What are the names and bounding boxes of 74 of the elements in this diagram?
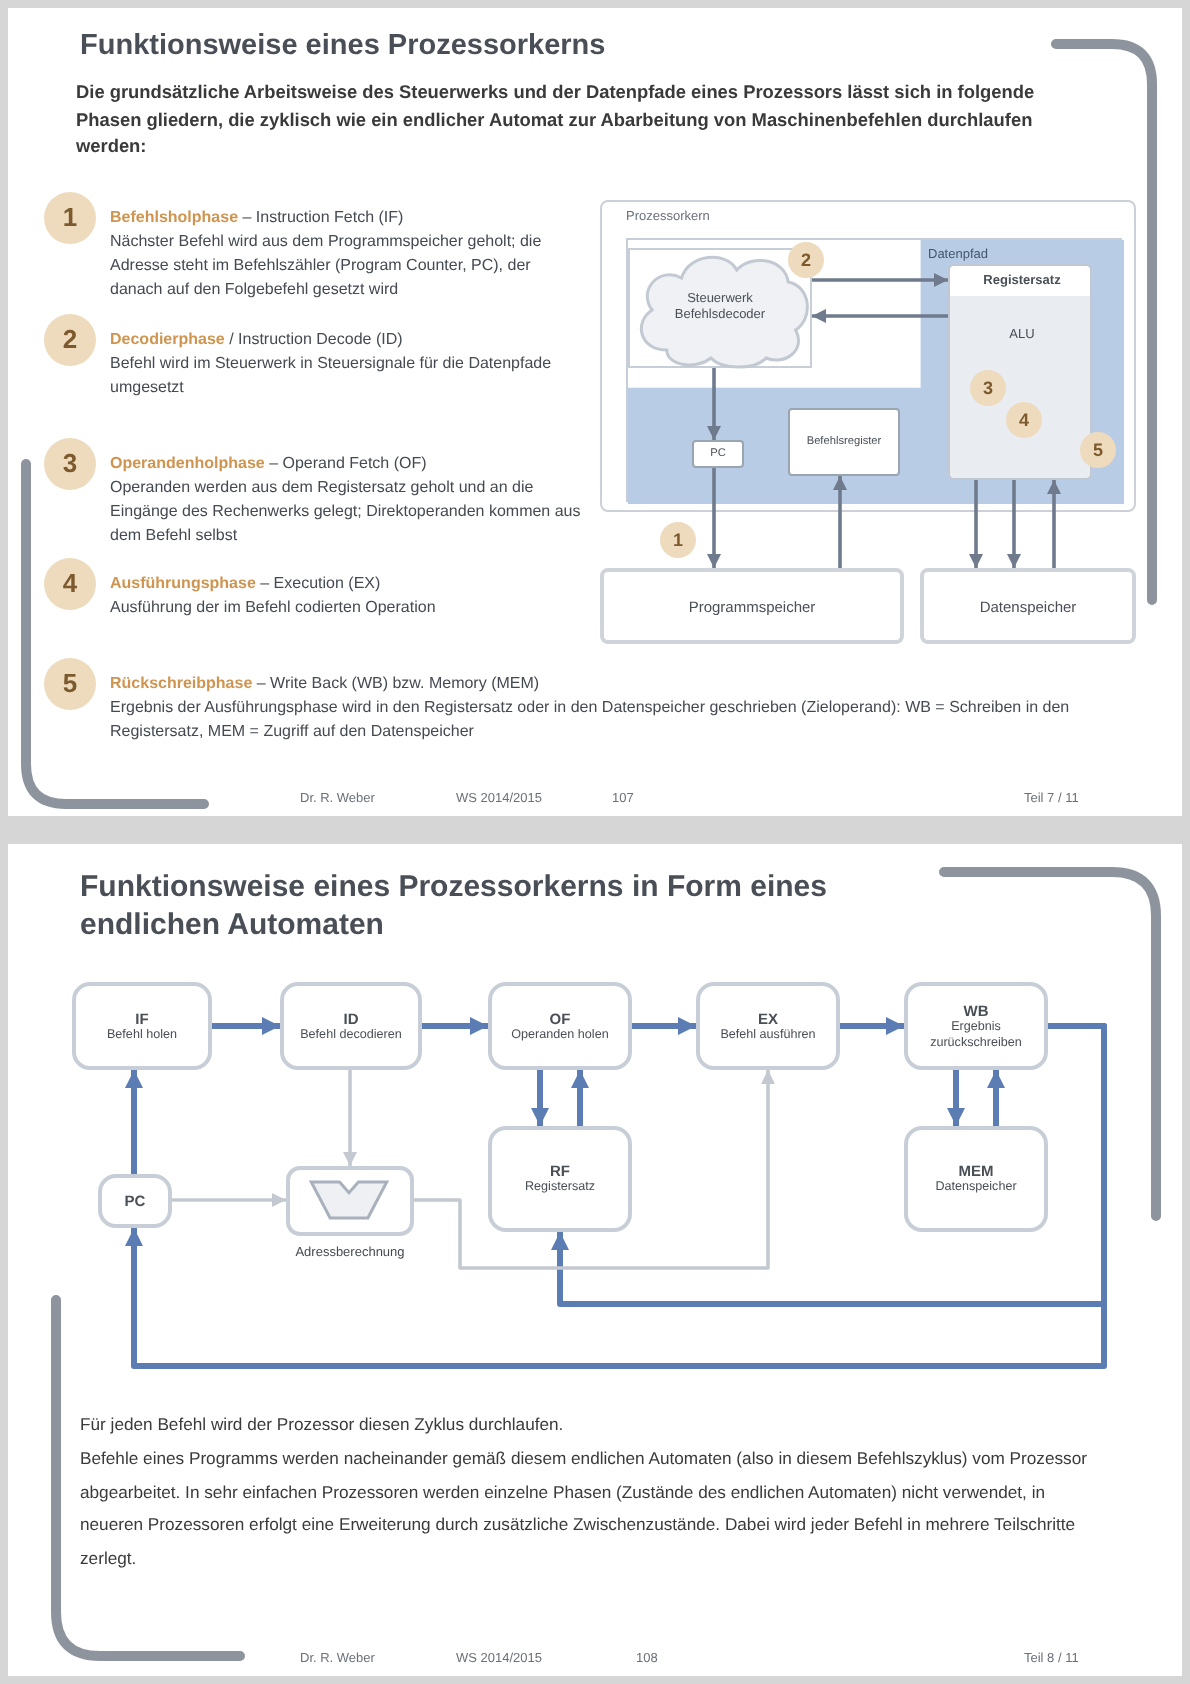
phase-description: Befehl wird im Steuerwerk in Steuersignale für die Datenpfade umgesetzt bbox=[110, 352, 554, 400]
arrow bbox=[812, 273, 948, 287]
state-box bbox=[98, 1174, 172, 1228]
callout-disk bbox=[970, 370, 1006, 406]
state-box bbox=[280, 982, 422, 1070]
arrow bbox=[707, 368, 721, 440]
arrow bbox=[707, 468, 721, 568]
paragraph: Befehle eines Programms werden nacheinander gemäß diesem endlichen Automaten (also in diesem Befehlszyklus) vom Prozessor abgearbeitet. In sehr einfachen Prozessoren werden einzelne Phasen (Zustände des endlichen Automaten) nicht verwendet, in neueren Prozessoren erfolgt eine Erweiterung durch zusätzliche Zwischenzustände. Dabei wird jeder Befehl in mehrere Teilschritte zerlegt. bbox=[80, 1446, 1089, 1572]
slide-title: Funktionsweise eines Prozessorkerns in Form eines endlichen Automaten bbox=[80, 868, 829, 944]
memory-box bbox=[920, 568, 1136, 644]
phase-description: Ausführung der im Befehl codierten Operation bbox=[110, 596, 436, 620]
adder-box bbox=[286, 1166, 414, 1236]
control-unit-cloud bbox=[628, 248, 812, 368]
phase-description: Operanden werden aus dem Registersatz geholt und an die Eingänge des Rechenwerks gelegt; Direktoperanden kommen aus dem Befehl selbst bbox=[110, 476, 583, 548]
callout-number: 2 bbox=[800, 249, 811, 271]
arrow bbox=[343, 1070, 357, 1166]
phase-description: Nächster Befehl wird aus dem Programmspeicher geholt; die Adresse steht im Befehlszähler (Program Counter, PC), der danach auf den Folgebefehl gesetzt wird bbox=[110, 230, 544, 302]
callout-number: 1 bbox=[672, 529, 683, 551]
paragraph: Für jeden Befehl wird der Prozessor diesen Zyklus durchlaufen. bbox=[80, 1412, 564, 1438]
phase-heading: Rückschreibphase – Write Back (WB) bzw. Memory (MEM) bbox=[110, 672, 540, 696]
callout-number: 3 bbox=[62, 448, 78, 480]
phase-description: Ergebnis der Ausführungsphase wird in den Registersatz oder in den Datenspeicher geschrieben (Zieloperand): WB = Schreiben in den Registersatz, MEM = Zugriff auf den Datenspeicher bbox=[110, 696, 1072, 744]
state-box bbox=[904, 982, 1048, 1070]
callout-disk bbox=[44, 658, 96, 710]
phase-heading: Ausführungsphase – Execution (EX) bbox=[110, 572, 381, 596]
callout-disk bbox=[660, 522, 696, 558]
phase-heading: Operandenholphase – Operand Fetch (OF) bbox=[110, 452, 427, 476]
callout-number: 2 bbox=[62, 324, 78, 356]
arrow bbox=[632, 1017, 696, 1035]
callout-number: 1 bbox=[62, 202, 78, 234]
callout-disk bbox=[44, 192, 96, 244]
callout-number: 5 bbox=[62, 668, 78, 700]
processor-frame bbox=[600, 200, 1136, 512]
slide-title: Funktionsweise eines Prozessorkerns bbox=[80, 28, 606, 64]
arrow bbox=[531, 1070, 549, 1126]
arrow bbox=[1047, 480, 1061, 568]
callout-number: 4 bbox=[1018, 409, 1029, 431]
slide-panel bbox=[8, 8, 1182, 816]
arrow bbox=[551, 1023, 1107, 1307]
callout-disk bbox=[44, 314, 96, 366]
callout-disk bbox=[1006, 402, 1042, 438]
memory-box bbox=[600, 568, 904, 644]
arrow bbox=[969, 480, 983, 568]
datapath-region bbox=[626, 238, 1122, 502]
callout-number: 5 bbox=[1092, 439, 1103, 461]
slide-panel bbox=[8, 844, 1182, 1676]
callout-disk bbox=[44, 558, 96, 610]
callout-number: 4 bbox=[62, 568, 78, 600]
register-file-box bbox=[948, 264, 1092, 480]
phase-heading: Befehlsholphase – Instruction Fetch (IF) bbox=[110, 206, 404, 230]
arrow bbox=[125, 1070, 143, 1174]
arrow bbox=[571, 1070, 589, 1126]
state-box bbox=[488, 1126, 632, 1232]
arrow bbox=[212, 1017, 280, 1035]
arrow bbox=[172, 1193, 286, 1207]
state-box bbox=[904, 1126, 1048, 1232]
state-box bbox=[488, 982, 632, 1070]
arrow bbox=[812, 309, 948, 323]
register-box bbox=[692, 440, 744, 468]
arrow bbox=[987, 1070, 1005, 1126]
arrow bbox=[840, 1017, 904, 1035]
arrow bbox=[833, 476, 847, 568]
state-box bbox=[696, 982, 840, 1070]
arrow bbox=[414, 1070, 775, 1270]
register-box bbox=[788, 408, 900, 476]
phase-heading: Decodierphase / Instruction Decode (ID) bbox=[110, 328, 403, 352]
paragraph: Die grundsätzliche Arbeitsweise des Steuerwerks und der Datenpfade eines Prozessors lässt sich in folgende Phasen gliedern, die zyklisch wie ein endlicher Automat zur Abarbeitung von Maschinenbefehlen durchlaufen werden: bbox=[76, 80, 1037, 160]
arrow bbox=[422, 1017, 488, 1035]
arrow bbox=[947, 1070, 965, 1126]
callout-disk bbox=[44, 438, 96, 490]
callout-disk bbox=[788, 242, 824, 278]
state-box bbox=[72, 982, 212, 1070]
arrow bbox=[1007, 480, 1021, 568]
callout-number: 3 bbox=[982, 377, 993, 399]
